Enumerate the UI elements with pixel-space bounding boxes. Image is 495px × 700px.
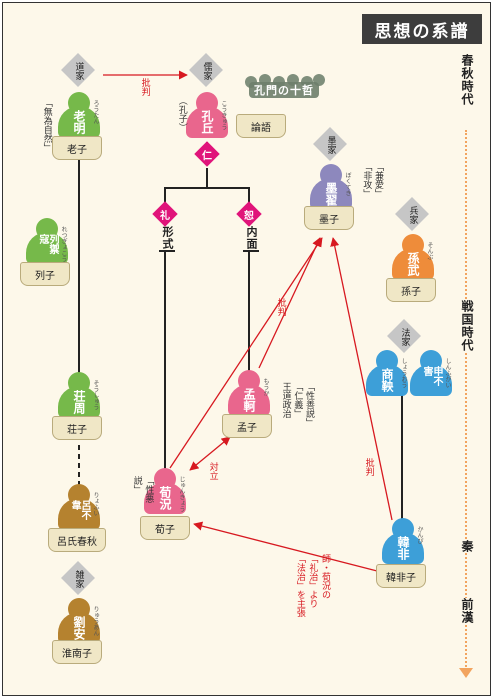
person-liezi: 列禦寇れつぎょこう (26, 218, 68, 264)
branch-formal: 形式 (159, 226, 175, 252)
arrow-critique-xunzi-mozi (169, 237, 323, 469)
timeline-arrowhead (459, 668, 473, 678)
book-laozi: 老子 (52, 136, 102, 160)
book-lunyu: 論語 (236, 114, 286, 138)
virtue-li: 礼 (152, 201, 178, 227)
person-laozi: 老明ろうたん (58, 92, 100, 138)
timeline-axis (465, 130, 467, 670)
disciples-group: 孔門の十哲 (243, 70, 325, 110)
school-badge-bing: 兵家 (395, 197, 429, 231)
note-xun-doctrine: 「性悪説」 (131, 476, 154, 503)
school-badge-mo: 墨家 (313, 127, 347, 161)
label-critique-mengzi: 批判 (275, 298, 286, 316)
school-badge-dao: 道家 (61, 53, 95, 87)
person-hanfei: 韓非かんぴ (382, 518, 424, 564)
book-lushichunqiu: 呂氏春秋 (48, 528, 106, 552)
person-sunzi: 孫武そんぶ (392, 234, 434, 280)
arrow-hanfei-xunzi (193, 521, 382, 573)
book-huainanzi: 淮南子 (52, 640, 102, 664)
era-zhanguo: 戦国時代 (458, 300, 476, 352)
era-chunju: 春秋時代 (458, 54, 476, 106)
book-mozi: 墨子 (304, 206, 354, 230)
branch-inner: 内面 (243, 226, 259, 252)
person-shenbuhai: 申不害しんふがい (410, 350, 452, 396)
virtue-shu: 恕 (236, 201, 262, 227)
person-kongzi: 孔丘こうきゅう (186, 92, 228, 138)
note-kongzi-alias: （孔子） (176, 96, 187, 132)
person-mengzi: 孟軻もうか (228, 370, 270, 416)
label-critique-hanfei: 批判 (363, 458, 374, 476)
note-wuwei: 「無為自然」 (41, 98, 52, 152)
note-mo-doctrine: 「兼愛」「非攻」 (361, 162, 383, 198)
era-qianhan: 前漢 (458, 598, 476, 624)
person-lubuwei: 呂不韋りょふい (58, 484, 100, 530)
disciples-label: 孔門の十哲 (254, 84, 314, 97)
arrow-opposition-xunzi-mengzi (189, 436, 231, 471)
book-xunzi: 荀子 (140, 516, 190, 540)
person-mozi: 墨翟ぼくてき (310, 164, 352, 210)
label-opposition: 対立 (207, 462, 218, 480)
book-mengzi: 孟子 (222, 414, 272, 438)
note-meng-doctrine: 「性善説」「仁義」王道政治 (280, 382, 314, 427)
school-badge-ru: 儒家 (189, 53, 223, 87)
label-critique-laozi: 批判 (139, 78, 150, 96)
person-xunzi: 荀況じゅんきょう (144, 468, 186, 514)
label-hanfei-note: 師・荀況の「礼治」より「法治」を主張 (294, 554, 330, 617)
person-shangyang: 商鞅しょうおう (366, 350, 408, 396)
arrow-critique-mengzi-mozi (258, 237, 321, 369)
book-liezi: 列子 (20, 262, 70, 286)
school-badge-fa: 法家 (387, 319, 421, 353)
lineage-split-bar (164, 187, 250, 208)
book-zhuangzi: 荘子 (52, 416, 102, 440)
school-badge-za: 雑家 (61, 561, 95, 595)
book-hanfeizi: 韓非子 (376, 564, 426, 588)
book-sunzi: 孫子 (386, 278, 436, 302)
arrow-critique-hanfei-mozi (330, 237, 393, 521)
person-zhuangzi: 荘周そうしゅう (58, 372, 100, 418)
diagram-title: 思想の系譜 (362, 14, 482, 44)
virtue-ren: 仁 (194, 141, 220, 167)
era-qin: 秦 (458, 540, 476, 553)
person-liuan: 劉安りゅうあん (58, 598, 100, 644)
